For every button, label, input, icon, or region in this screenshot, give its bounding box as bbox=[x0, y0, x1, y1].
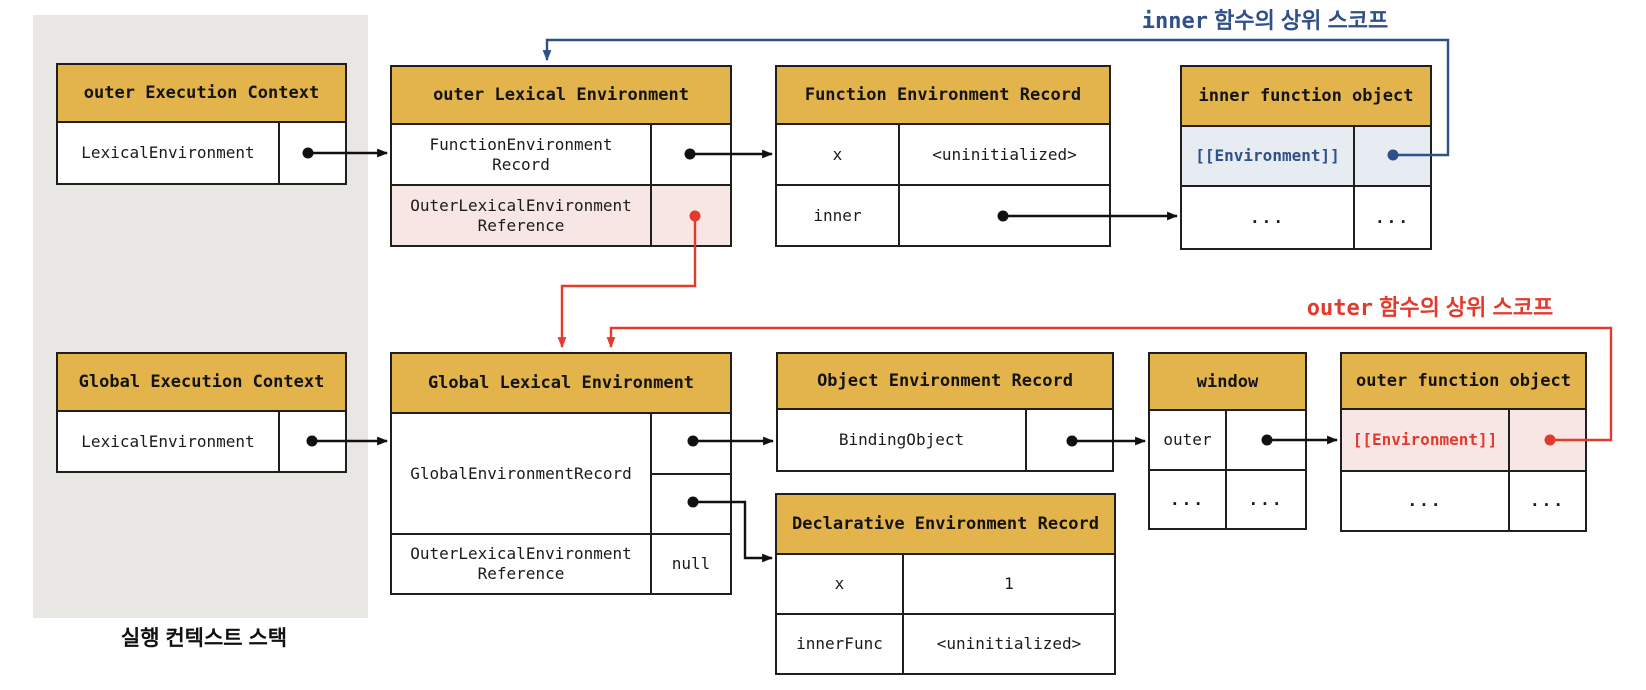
inner-function-object-box: inner function object [[Environment]] ..… bbox=[1180, 65, 1432, 250]
ellipsis-cell: ... bbox=[1225, 471, 1305, 528]
null-value-cell: null bbox=[650, 535, 730, 593]
pointer-cell bbox=[650, 186, 730, 245]
outer-scope-annotation: outer 함수의 상위 스코프 bbox=[1260, 290, 1600, 322]
binding-name-cell: outer bbox=[1163, 430, 1212, 449]
binding-object-cell: BindingObject bbox=[838, 430, 965, 449]
binding-name-cell: inner bbox=[813, 205, 862, 225]
box-title: outer Lexical Environment bbox=[392, 67, 730, 125]
function-environment-record-cell: FunctionEnvironment Record bbox=[429, 134, 613, 174]
inner-scope-prefix: inner bbox=[1141, 9, 1208, 34]
binding-name-cell: innerFunc bbox=[796, 634, 883, 653]
pointer-cell bbox=[1025, 410, 1112, 470]
box-title: Global Execution Context bbox=[58, 354, 345, 412]
box-title: Global Lexical Environment bbox=[392, 354, 730, 414]
outer-scope-prefix: outer bbox=[1306, 296, 1373, 321]
outer-scope-text: 함수의 상위 스코프 bbox=[1372, 295, 1554, 320]
box-title: Declarative Environment Record bbox=[777, 495, 1114, 555]
pointer-cell bbox=[898, 186, 1109, 245]
inner-scope-text: 함수의 상위 스코프 bbox=[1207, 8, 1389, 33]
binding-value-cell: <uninitialized> bbox=[902, 615, 1114, 673]
binding-name-cell: x bbox=[834, 574, 845, 593]
binding-value-cell: <uninitialized> bbox=[898, 125, 1109, 184]
outer-lexical-environment-reference-cell: OuterLexicalEnvironment Reference bbox=[392, 186, 650, 245]
declarative-environment-record-box: Declarative Environment Record x 1 inner… bbox=[775, 493, 1116, 675]
ellipsis-cell: ... bbox=[1508, 472, 1585, 530]
global-environment-record-cell: GlobalEnvironmentRecord bbox=[410, 463, 632, 483]
ellipsis-cell: ... bbox=[1170, 489, 1205, 509]
inner-scope-annotation: inner 함수의 상위 스코프 bbox=[1095, 3, 1435, 35]
outer-execution-context-box: outer Execution Context LexicalEnvironme… bbox=[56, 63, 347, 185]
ellipsis-cell: ... bbox=[1250, 207, 1285, 227]
box-title: inner function object bbox=[1182, 67, 1430, 127]
environment-slot-cell: [[Environment]] bbox=[1182, 127, 1353, 185]
binding-name-cell: x bbox=[832, 144, 843, 164]
pointer-cell bbox=[1508, 410, 1585, 470]
lexical-environment-cell: LexicalEnvironment bbox=[81, 431, 255, 451]
pointer-cell bbox=[652, 473, 730, 533]
object-environment-record-box: Object Environment Record BindingObject bbox=[776, 352, 1114, 472]
pointer-cell bbox=[278, 412, 345, 471]
global-execution-context-box: Global Execution Context LexicalEnvironm… bbox=[56, 352, 347, 473]
environment-slot-cell: [[Environment]] bbox=[1342, 410, 1508, 470]
box-title: outer function object bbox=[1342, 354, 1585, 410]
box-title: outer Execution Context bbox=[58, 65, 345, 123]
global-lexical-environment-box: Global Lexical Environment GlobalEnviron… bbox=[390, 352, 732, 595]
outer-lexical-environment-reference-cell: OuterLexicalEnvironment Reference bbox=[410, 544, 632, 583]
execution-context-stack-label: 실행 컨텍스트 스택 bbox=[120, 627, 288, 650]
pointer-cell bbox=[1353, 127, 1430, 185]
box-title: window bbox=[1150, 354, 1305, 411]
binding-value-cell: 1 bbox=[902, 555, 1114, 613]
box-title: Object Environment Record bbox=[778, 354, 1112, 410]
pointer-cell bbox=[652, 414, 730, 473]
function-environment-record-box: Function Environment Record x <uninitial… bbox=[775, 65, 1111, 247]
pointer-cell bbox=[278, 123, 345, 183]
window-object-box: window outer ... ... bbox=[1148, 352, 1307, 530]
ellipsis-cell: ... bbox=[1353, 187, 1430, 248]
box-title: Function Environment Record bbox=[777, 67, 1109, 125]
pointer-cell bbox=[650, 125, 730, 184]
outer-lexical-environment-box: outer Lexical Environment FunctionEnviro… bbox=[390, 65, 732, 247]
outer-function-object-box: outer function object [[Environment]] ..… bbox=[1340, 352, 1587, 532]
pointer-cell bbox=[1225, 411, 1305, 469]
lexical-environment-cell: LexicalEnvironment bbox=[81, 143, 255, 162]
ellipsis-cell: ... bbox=[1407, 491, 1443, 510]
